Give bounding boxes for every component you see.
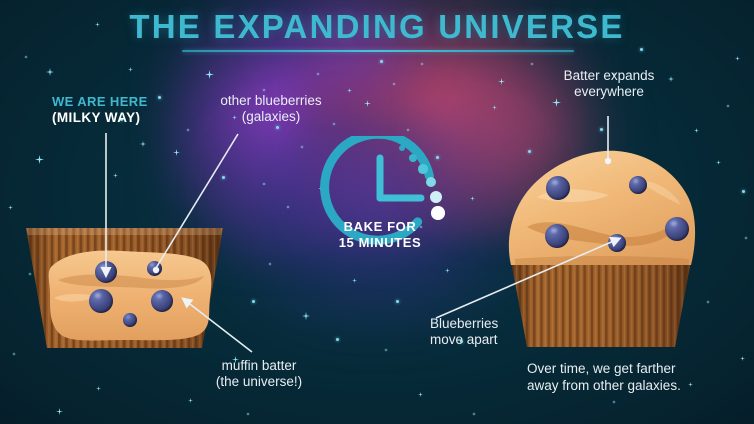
label-batter-expands-group: Batter expands everywhere — [548, 68, 670, 100]
blueberry — [608, 234, 626, 252]
label-we-are-here: WE ARE HERE — [52, 94, 148, 109]
label-blueberries-move-group: Blueberries move apart — [430, 316, 498, 348]
label-move-apart: move apart — [430, 332, 498, 347]
label-other-blueberries: other blueberries — [220, 93, 322, 108]
page-title: THE EXPANDING UNIVERSE — [129, 8, 625, 45]
label-other-blueberries-group: other blueberries (galaxies) — [205, 93, 337, 125]
label-the-universe: (the universe!) — [215, 374, 303, 389]
label-over-time-line-2: away from other galaxies. — [527, 378, 681, 393]
blueberry — [146, 260, 162, 276]
blueberry — [95, 261, 117, 283]
unbaked-muffin — [22, 222, 227, 350]
bake-line-2: 15 MINUTES — [338, 235, 422, 250]
label-muffin-batter: muffin batter — [221, 358, 297, 373]
timer-dot — [431, 206, 445, 220]
timer-dot — [429, 190, 443, 204]
label-muffin-batter-group: muffin batter (the universe!) — [199, 358, 319, 390]
baked-muffin — [497, 143, 705, 351]
blueberry — [629, 176, 647, 194]
bake-line-1: BAKE FOR — [343, 219, 417, 234]
bake-timer-clock — [318, 136, 445, 260]
blueberry — [89, 289, 113, 313]
timer-dot — [399, 145, 405, 151]
label-galaxies: (galaxies) — [241, 109, 301, 124]
label-we-are-here-group: WE ARE HERE (MILKY WAY) — [52, 94, 148, 126]
blueberry — [123, 313, 137, 327]
label-everywhere: everywhere — [574, 84, 644, 99]
bake-instruction: BAKE FOR 15 MINUTES — [318, 219, 442, 251]
blueberry — [151, 290, 173, 312]
label-milky-way: (MILKY WAY) — [52, 110, 141, 125]
label-over-time-line-1: Over time, we get farther — [527, 361, 676, 376]
label-batter-expands: Batter expands — [563, 68, 655, 83]
title-divider — [182, 50, 574, 52]
blueberry — [545, 224, 569, 248]
label-over-time-group: Over time, we get farther away from othe… — [527, 360, 681, 394]
blueberry — [665, 217, 689, 241]
label-blueberries: Blueberries — [430, 316, 499, 331]
timer-dot — [418, 164, 428, 174]
blueberry — [546, 176, 570, 200]
timer-dot — [409, 154, 417, 162]
timer-dot — [425, 176, 437, 188]
